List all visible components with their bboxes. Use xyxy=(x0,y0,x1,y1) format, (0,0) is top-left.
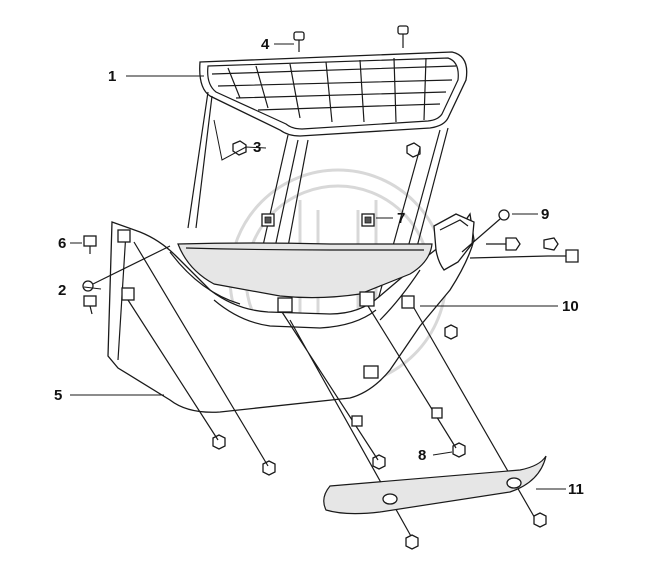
nut-left xyxy=(232,140,247,156)
lower-leader-rods xyxy=(127,241,537,539)
clip-7-left xyxy=(261,213,275,227)
callout-2: 2 xyxy=(58,282,66,299)
callout-8: 8 xyxy=(418,447,426,464)
callout-10: 10 xyxy=(562,298,579,315)
right-side-panel xyxy=(433,213,475,271)
callout-labels: 1 2 3 4 5 6 7 8 9 10 11 xyxy=(54,36,584,498)
callout-4: 4 xyxy=(261,36,270,53)
clip-6-lower xyxy=(83,295,97,315)
footrest-grille xyxy=(199,51,468,137)
callout-11: 11 xyxy=(568,481,584,498)
clip-6-upper xyxy=(83,235,97,254)
screw-2 xyxy=(82,245,171,292)
bottom-bolts xyxy=(405,512,547,550)
callout-9: 9 xyxy=(541,206,549,223)
callout-1: 1 xyxy=(108,68,116,85)
screw-9 xyxy=(461,209,510,253)
callout-7: 7 xyxy=(397,210,405,227)
bolt-top-left xyxy=(293,31,305,52)
nut-right xyxy=(406,142,421,158)
bolt-top-right xyxy=(397,25,409,48)
callout-3: 3 xyxy=(253,139,261,156)
clip-left-shell xyxy=(117,229,135,301)
leader-lines xyxy=(70,43,566,490)
lower-body-shell xyxy=(107,212,475,413)
skid-plate xyxy=(323,455,547,515)
clip-left-tray xyxy=(277,291,415,313)
support-lines xyxy=(187,91,449,301)
fastener-right-group xyxy=(469,237,579,263)
callout-5: 5 xyxy=(54,387,62,404)
clip-7-right xyxy=(361,213,375,227)
lower-nuts xyxy=(212,324,466,476)
callout-6: 6 xyxy=(58,235,66,252)
